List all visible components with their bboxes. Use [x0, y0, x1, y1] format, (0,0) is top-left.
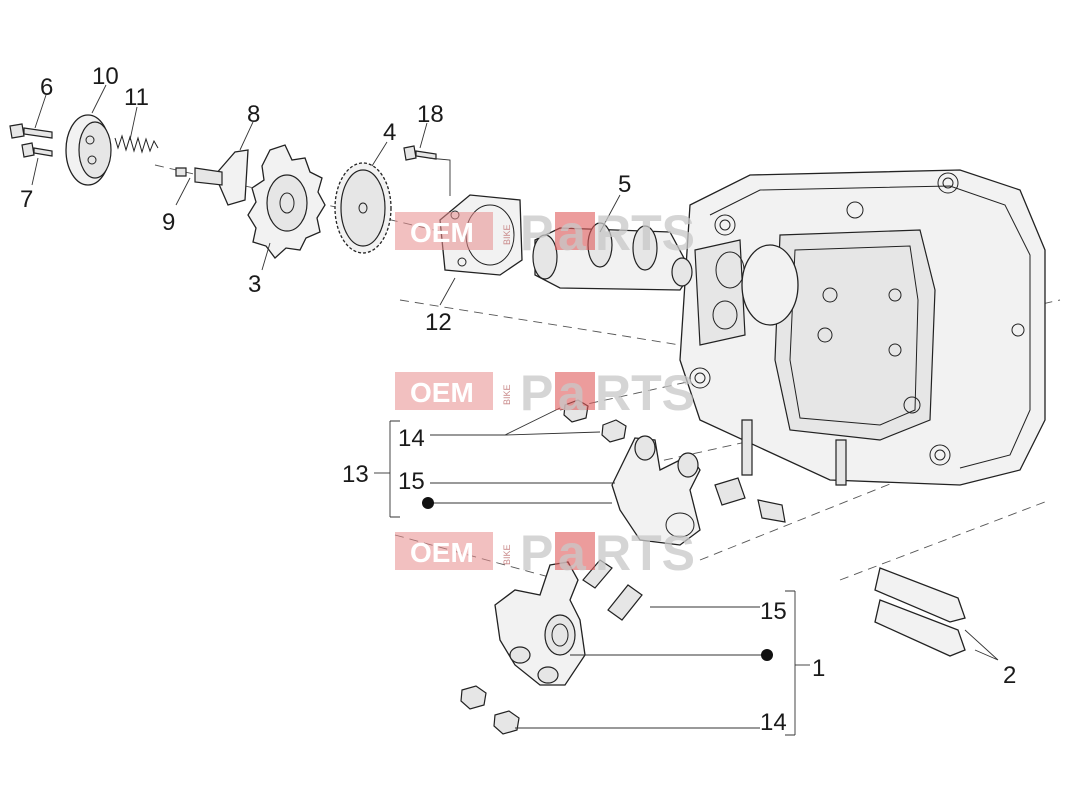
callout-labels: 6 10 11 7 9 8 3 4 18 5 12 13 14 15 15 1 … [20, 63, 1016, 736]
svg-text:RTS: RTS [595, 525, 695, 581]
cylinder-head [679, 169, 1046, 486]
svg-text:OEM: OEM [410, 537, 474, 568]
svg-text:BIKE: BIKE [502, 224, 512, 245]
callout-12: 12 [425, 309, 452, 336]
svg-text:a: a [558, 365, 587, 421]
timing-sprocket [334, 162, 392, 254]
svg-text:OEM: OEM [410, 377, 474, 408]
callout-1: 1 [812, 655, 825, 682]
svg-text:P: P [520, 205, 553, 261]
callout-11: 11 [124, 84, 149, 111]
rocker-arm-lower [494, 561, 586, 686]
callout-9: 9 [162, 209, 175, 236]
leader-lines [31, 84, 999, 736]
svg-text:RTS: RTS [595, 365, 695, 421]
watermark-bottom: OEM BIKE P a RTS [395, 525, 695, 581]
callout-13: 13 [342, 461, 369, 488]
rocker-screws-lower [582, 559, 643, 621]
callout-14-lower: 14 [760, 709, 787, 736]
bullet-marker-upper [422, 497, 434, 509]
cover-disc [65, 114, 112, 186]
callout-7: 7 [20, 186, 33, 213]
spring [114, 134, 159, 154]
svg-text:P: P [520, 525, 553, 581]
bullet-marker-lower [761, 649, 773, 661]
svg-text:a: a [558, 205, 587, 261]
callout-15-lower: 15 [760, 598, 787, 625]
callout-5: 5 [618, 171, 631, 198]
bolt-6 [9, 123, 53, 139]
bolt-7 [21, 142, 53, 158]
decompressor-lever [175, 149, 249, 206]
watermark-top: OEM BIKE P a RTS [395, 205, 695, 261]
callout-6: 6 [40, 74, 53, 101]
callout-18: 18 [417, 101, 444, 128]
svg-text:OEM: OEM [410, 217, 474, 248]
shaft-pins [874, 567, 966, 657]
callout-3: 3 [248, 271, 261, 298]
callout-2: 2 [1003, 662, 1016, 689]
nuts-lower [460, 685, 520, 735]
svg-text:BIKE: BIKE [502, 384, 512, 405]
watermark-middle: OEM BIKE P a RTS [395, 365, 695, 421]
callout-15-upper: 15 [398, 468, 425, 495]
callout-4: 4 [383, 119, 396, 146]
callout-14-upper: 14 [398, 425, 425, 452]
svg-text:P: P [520, 365, 553, 421]
svg-text:a: a [558, 525, 587, 581]
callout-10: 10 [92, 63, 119, 90]
rocker-arm-upper [611, 435, 701, 546]
gear [247, 144, 326, 259]
callout-8: 8 [247, 101, 260, 128]
rocker-screws-upper [714, 477, 786, 523]
svg-text:RTS: RTS [595, 205, 695, 261]
svg-text:BIKE: BIKE [502, 544, 512, 565]
